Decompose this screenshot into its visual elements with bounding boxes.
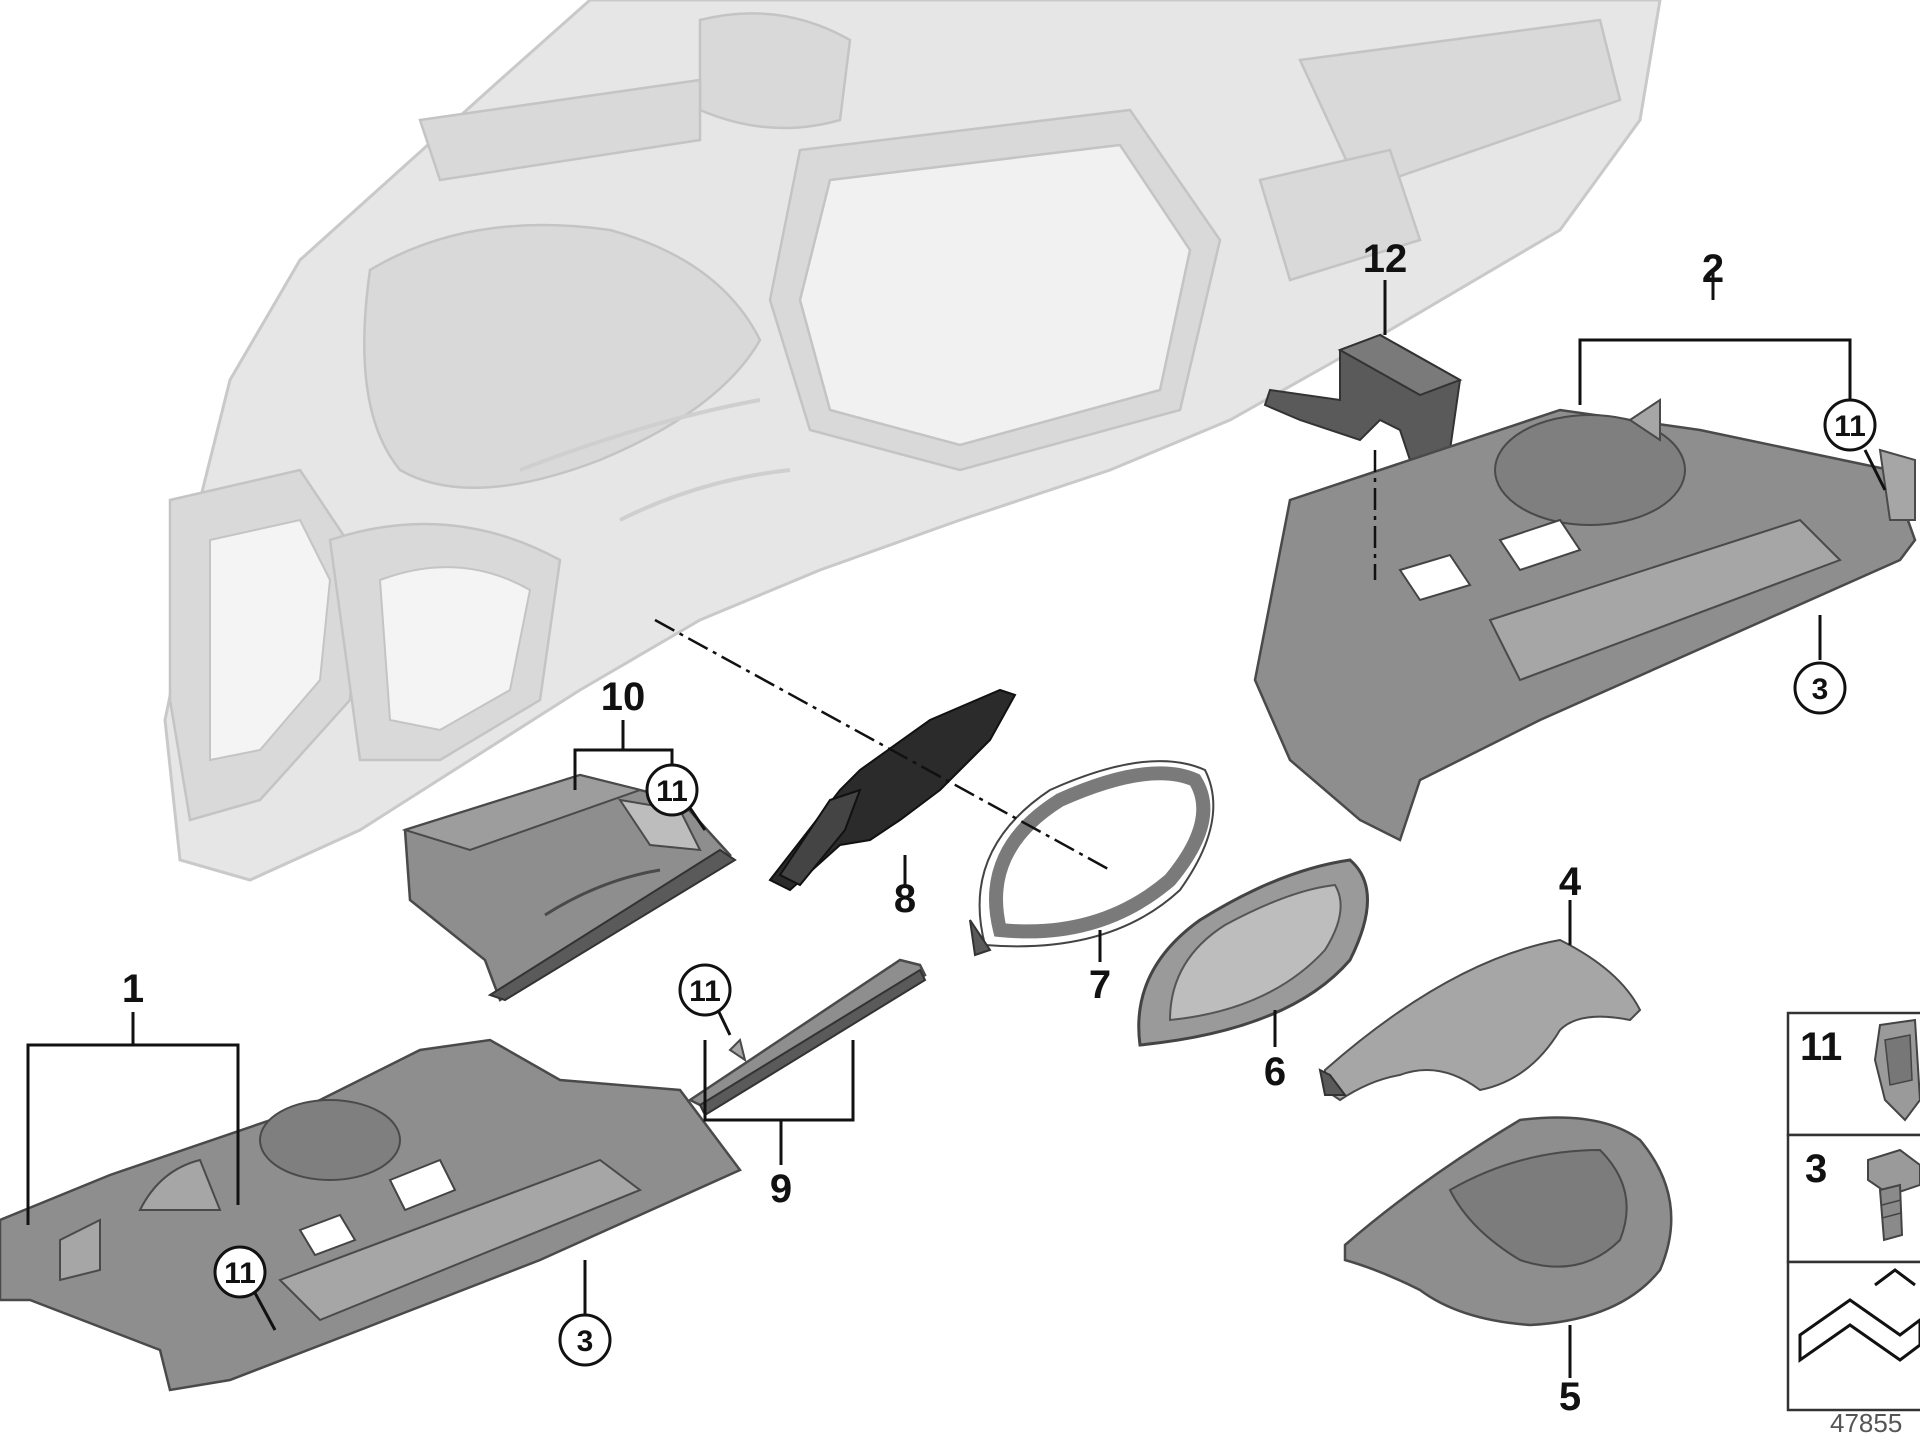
part-2-shape <box>1253 398 1917 842</box>
circled-label-11-strip: 11 <box>678 963 732 1017</box>
bolt-icon <box>1867 1148 1920 1242</box>
svg-text:11: 11 <box>224 1257 256 1290</box>
dashboard-ghost <box>163 0 1662 882</box>
clip-icon <box>1873 1018 1920 1122</box>
assembly-line-8-7 <box>654 618 1111 872</box>
part-8-shape <box>768 688 1017 892</box>
part-label-8: 8 <box>894 877 916 921</box>
part-label-4: 4 <box>1559 860 1582 904</box>
shim-icon <box>1798 1268 1920 1363</box>
part-label-6: 6 <box>1264 1050 1286 1094</box>
part-label-9: 9 <box>770 1167 792 1211</box>
leader-lines <box>26 270 1887 1378</box>
diagram-reference-number: 47855 <box>1830 1408 1902 1438</box>
part-6-shape <box>1137 858 1369 1047</box>
legend-label-3: 3 <box>1805 1147 1827 1191</box>
part-12-shape <box>1263 333 1463 462</box>
circled-label-11-left: 11 <box>213 1245 267 1299</box>
circled-label-3-right: 3 <box>1793 661 1847 715</box>
fastener-legend: 11 3 <box>1786 1011 1920 1412</box>
part-4-shape <box>1318 938 1642 1102</box>
svg-text:11: 11 <box>1834 410 1866 443</box>
part-9-shape <box>687 958 927 1117</box>
part-label-5: 5 <box>1559 1375 1581 1419</box>
part-label-7: 7 <box>1089 963 1111 1007</box>
part-label-1: 1 <box>122 967 144 1011</box>
part-label-2: 2 <box>1702 247 1724 291</box>
circled-label-3-left: 3 <box>558 1313 612 1367</box>
part-label-12: 12 <box>1363 237 1408 281</box>
part-7-shape <box>969 760 1215 957</box>
svg-text:3: 3 <box>1812 673 1829 706</box>
part-5-shape <box>1343 1116 1673 1327</box>
part-1-shape <box>0 1038 742 1392</box>
legend-label-11: 11 <box>1800 1025 1842 1069</box>
svg-text:11: 11 <box>656 775 688 808</box>
part-label-10: 10 <box>601 675 646 719</box>
svg-text:11: 11 <box>689 975 721 1008</box>
circled-label-11-glovebox: 11 <box>645 763 699 817</box>
circled-label-11-right: 11 <box>1823 398 1877 452</box>
svg-text:3: 3 <box>577 1325 594 1358</box>
